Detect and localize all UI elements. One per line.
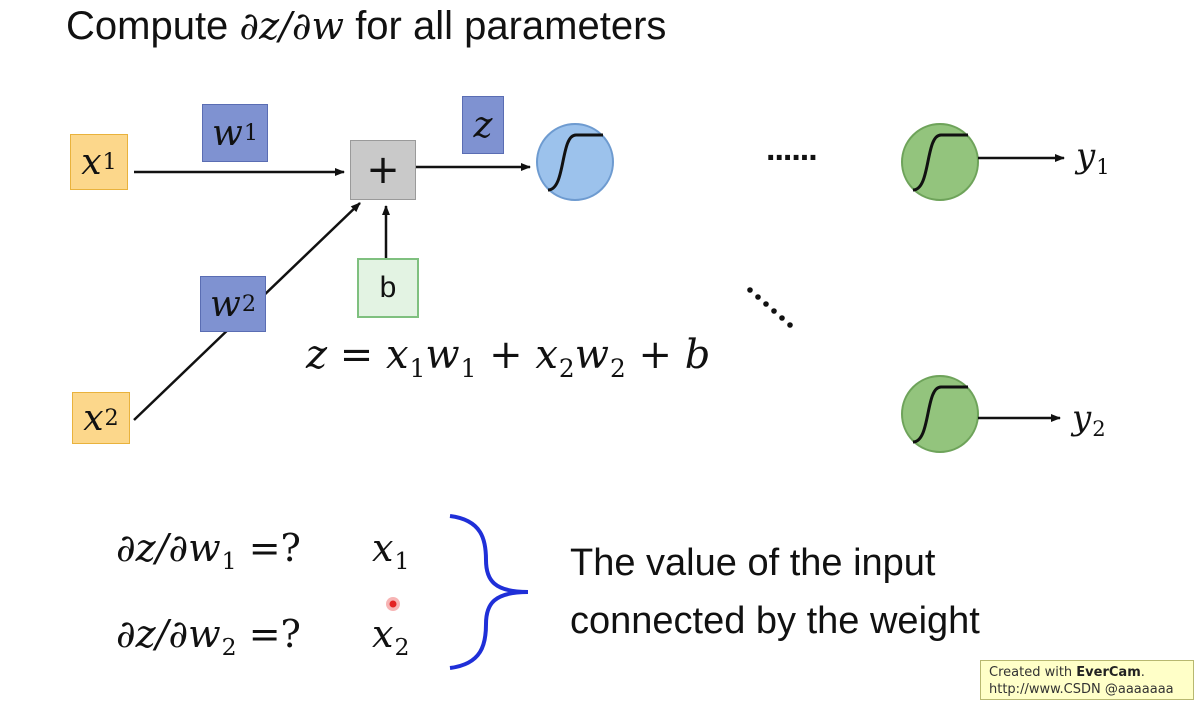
x2-sub: 2 — [104, 405, 119, 431]
evercam-watermark: Created with EverCam. http://www.CSDN @a… — [980, 660, 1194, 700]
watermark-url: http://www.CSDN @aaaaaaa — [989, 682, 1174, 697]
sigmoid-neuron-hidden — [536, 123, 614, 201]
title-prefix: Compute — [66, 4, 240, 48]
w2-base: w — [209, 283, 241, 325]
title-math: ∂z/∂w — [239, 4, 345, 48]
x1-base: x — [81, 141, 102, 183]
sum-node: + — [350, 140, 416, 200]
watermark-line-1: Created with EverCam. — [989, 665, 1145, 680]
derivative-w1: ∂z/∂w1 =? — [116, 526, 301, 576]
horizontal-ellipsis: ...... — [766, 130, 818, 168]
sum-symbol: + — [366, 147, 400, 193]
x1-sub: 1 — [102, 149, 117, 175]
explanation-line-2: connected by the weight — [570, 600, 980, 642]
output-y1-label: y1 — [1076, 136, 1110, 180]
bias-box: b — [357, 258, 419, 318]
z-box: z — [462, 96, 504, 154]
mouse-cursor-marker — [386, 597, 400, 611]
watermark-brand: EverCam — [1076, 665, 1141, 680]
x2-base: x — [83, 397, 104, 439]
w1-sub: 1 — [243, 120, 259, 146]
bias-label: b — [379, 271, 397, 304]
page-title: Compute ∂z/∂w for all parameters — [66, 4, 666, 49]
title-suffix: for all parameters — [344, 4, 667, 48]
z-equation: z = x1w1 + x2w2 + b — [306, 332, 711, 383]
sigmoid-neuron-output-1 — [901, 123, 979, 201]
derivative-w2: ∂z/∂w2 =? — [116, 612, 301, 662]
explanation-line-1: The value of the input — [570, 542, 936, 584]
output-y2-label: y2 — [1072, 398, 1106, 442]
sigmoid-curve-icon — [912, 385, 968, 444]
z-label: z — [473, 104, 493, 146]
w2-sub: 2 — [241, 291, 257, 317]
diagonal-ellipsis — [747, 287, 793, 328]
brace-icon — [449, 514, 529, 670]
sigmoid-neuron-output-2 — [901, 375, 979, 453]
answer-x2: x2 — [372, 612, 410, 662]
sigmoid-curve-icon — [912, 133, 968, 192]
w1-base: w — [211, 112, 243, 154]
answer-x1: x1 — [372, 526, 410, 576]
sigmoid-curve-icon — [547, 133, 603, 192]
